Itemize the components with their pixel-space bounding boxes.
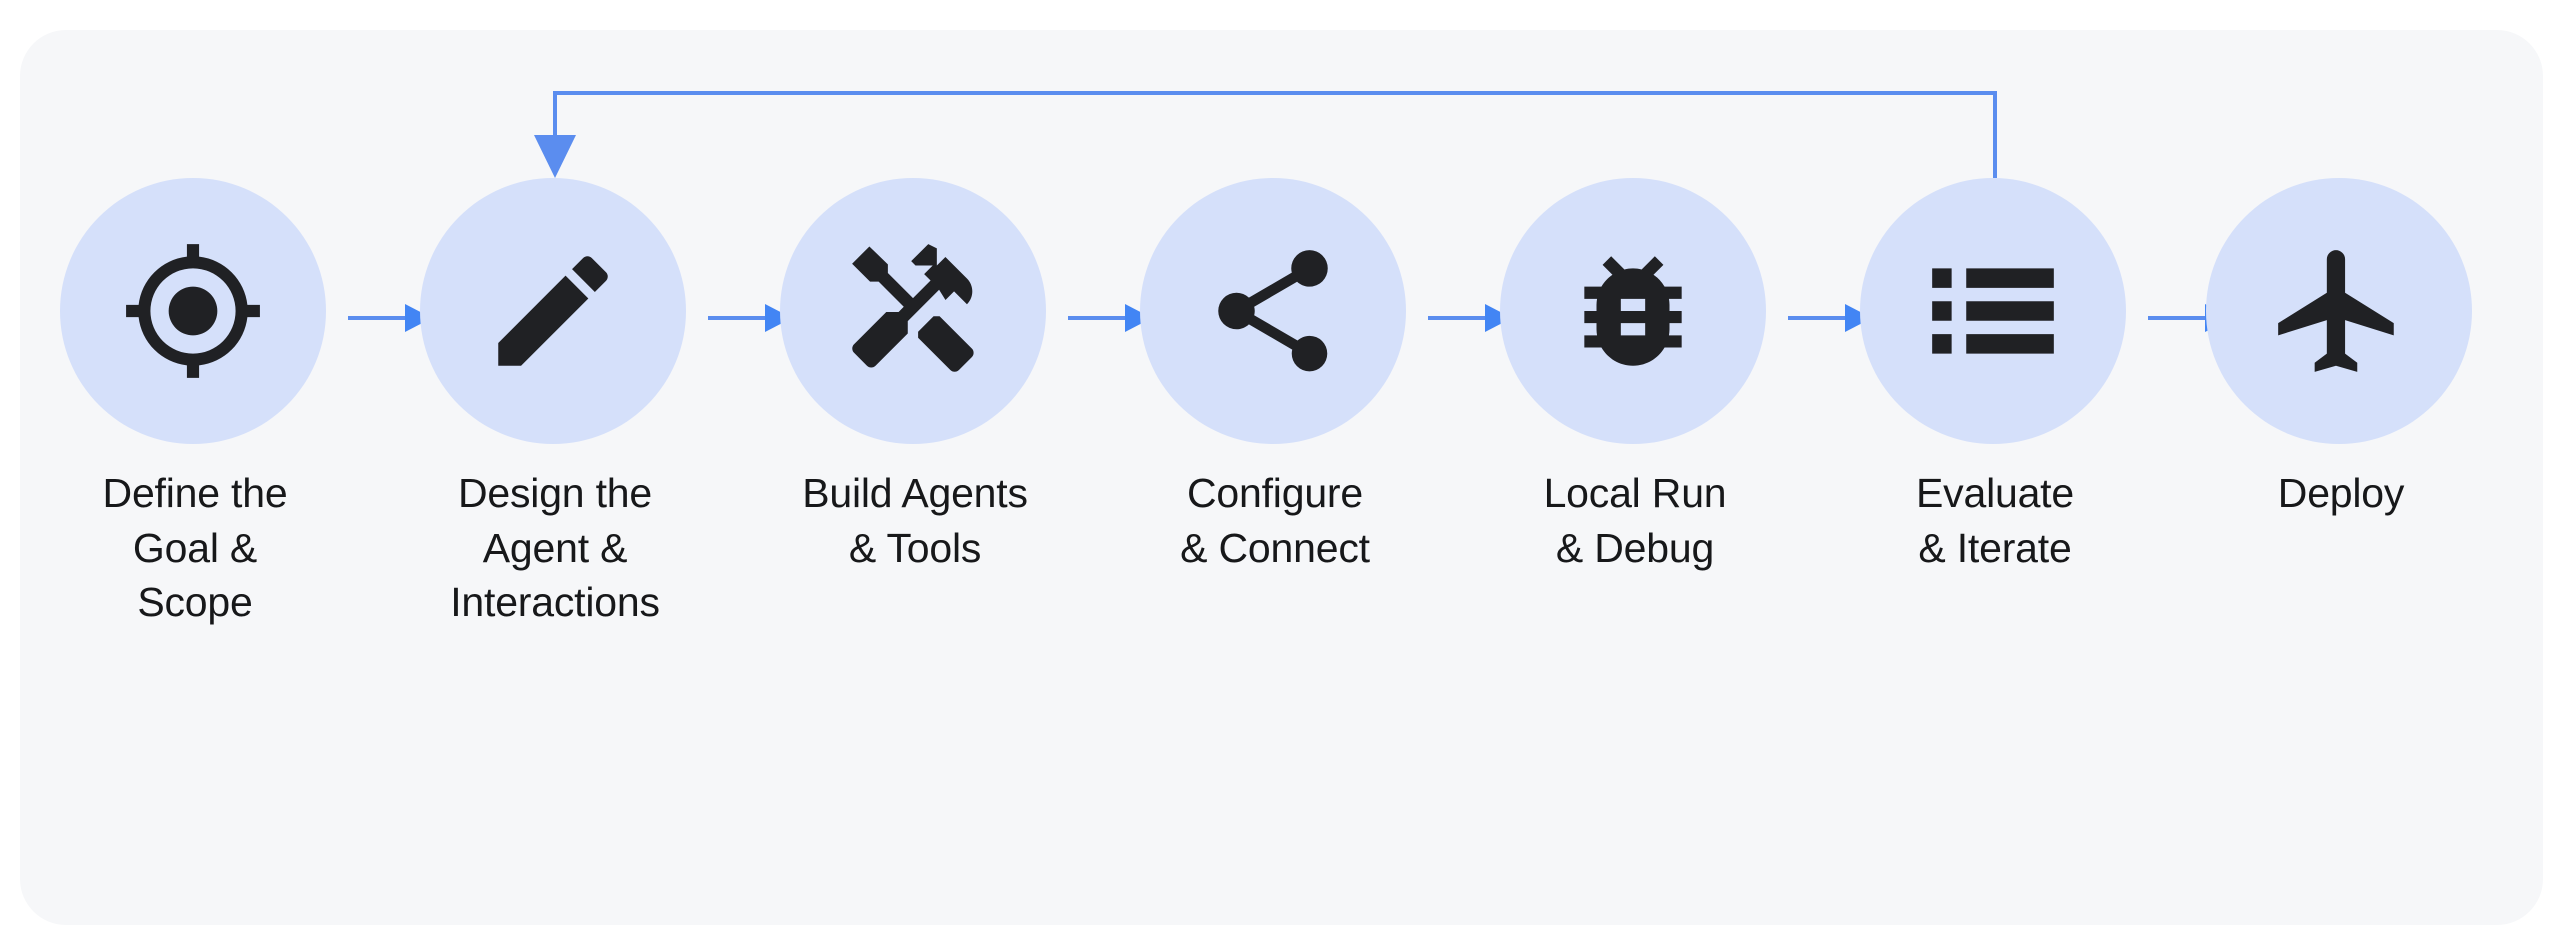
bug-icon [1584, 256, 1682, 366]
connector-shaft [1068, 316, 1125, 320]
stage-icon-badge[interactable] [780, 178, 1046, 444]
pencil-edit-icon [498, 256, 608, 366]
feedback-loop-arrowhead [534, 135, 576, 178]
connector-shaft [708, 316, 765, 320]
stage-icon-badge[interactable] [2206, 178, 2472, 444]
stage-label: Define the Goal & Scope [102, 470, 288, 626]
hammer-wrench-icon [852, 244, 974, 372]
stage-label: Deploy [2277, 470, 2405, 516]
stage-label: Evaluate & Iterate [1916, 470, 2074, 571]
stage-label: Local Run & Debug [1543, 470, 1727, 571]
connector-shaft [1788, 316, 1845, 320]
stage-label: Build Agents & Tools [802, 470, 1028, 571]
stage-icon-badge[interactable] [1140, 178, 1406, 444]
feedback-loop-path [553, 91, 1997, 178]
stage-label: Configure & Connect [1180, 470, 1370, 571]
stage-label: Design the Agent & Interactions [450, 470, 660, 626]
target-crosshair-icon [126, 244, 260, 378]
workflow-diagram-panel: Define the Goal & Scope Design the Agent… [20, 30, 2543, 925]
stage-icon-badge[interactable] [420, 178, 686, 444]
stage-icon-badge[interactable] [60, 178, 326, 444]
share-nodes-icon [1218, 250, 1328, 372]
connector-shaft [348, 316, 405, 320]
stage-icon-badge[interactable] [1500, 178, 1766, 444]
connector-shaft [1428, 316, 1485, 320]
stage-icon-badge[interactable] [1860, 178, 2126, 444]
airplane-icon [2278, 250, 2394, 372]
checklist-icon [1932, 268, 2054, 354]
connector-shaft [2148, 316, 2205, 320]
